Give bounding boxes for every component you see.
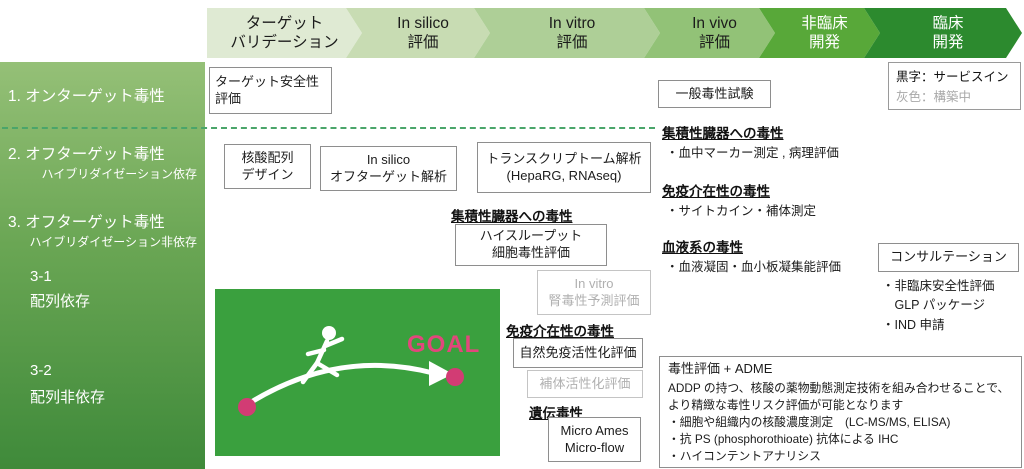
immune-mediated-toxicity-vitro-header: 免疫介在性の毒性 [506, 324, 614, 339]
category-3-2-number: 3-2 [30, 362, 52, 379]
adme-title: 毒性評価 + ADME [668, 361, 773, 376]
micro-ames-micro-flow-box: Micro Ames Micro-flow [548, 417, 641, 462]
goal-illustration: GOAL [215, 289, 500, 456]
category-3-subtitle: ハイブリダイゼーション非依存 [29, 235, 197, 249]
start-dot [238, 398, 256, 416]
category-2-off-target: 2. オフターゲット毒性 [8, 146, 165, 163]
stage-clinical-dev: 臨床 開発 [864, 8, 1022, 58]
kidney-toxicity-prediction-box: In vitro 腎毒性予測評価 [537, 270, 651, 315]
adme-bullets: ・細胞や組織内の核酸濃度測定 (LC-MS/MS, ELISA) ・抗 PS (… [668, 415, 951, 464]
blood-system-toxicity-header: 血液系の毒性 [662, 240, 743, 255]
stage-nonclinical-dev: 非臨床 開発 [759, 8, 880, 58]
progress-arrowhead [429, 361, 453, 386]
status-legend: 黒字：サービスイン 灰色：構築中 [888, 62, 1021, 110]
stage-in-silico: In silico 評価 [346, 8, 490, 58]
accumulating-organ-toxicity-vivo-header: 集積性臓器への毒性 [662, 126, 784, 141]
progress-arrow [250, 362, 436, 404]
immune-mediated-toxicity-vivo-header: 免疫介在性の毒性 [662, 184, 770, 199]
general-toxicity-study-box: 一般毒性試験 [658, 80, 771, 108]
accumulating-organ-toxicity-vivo-note: ・血中マーカー測定 , 病理評価 [666, 146, 839, 160]
immune-mediated-toxicity-vivo-note: ・サイトカイン・補体測定 [666, 204, 817, 218]
stage-in-vitro: In vitro 評価 [474, 8, 660, 58]
category-1-on-target: 1. オンターゲット毒性 [8, 88, 165, 105]
innate-immune-activation-box: 自然免疫活性化評価 [513, 338, 643, 368]
on-target-divider-line [2, 127, 655, 129]
accumulating-organ-toxicity-vitro-header: 集積性臓器への毒性 [451, 209, 573, 224]
goal-dot [446, 368, 464, 386]
complement-activation-box: 補体活性化評価 [527, 370, 643, 398]
runner-icon [300, 326, 345, 385]
transcriptome-analysis-box: トランスクリプトーム解析 (HepaRG, RNAseq) [477, 142, 651, 193]
legend-service-in: 黒字：サービスイン [896, 70, 1009, 84]
stage-in-vivo: In vivo 評価 [644, 8, 775, 58]
legend-under-construction: 灰色：構築中 [896, 90, 972, 104]
high-throughput-cytotoxicity-box: ハイスループット 細胞毒性評価 [455, 224, 607, 266]
category-3-2-label: 配列非依存 [30, 389, 106, 406]
target-safety-evaluation-box: ターゲット安全性 評価 [209, 67, 332, 114]
category-3-off-target: 3. オフターゲット毒性 [8, 214, 165, 231]
toxicity-category-sidebar: 1. オンターゲット毒性 2. オフターゲット毒性 ハイブリダイゼーション依存 … [0, 62, 205, 469]
category-3-1-label: 配列依存 [30, 293, 91, 310]
nucleic-acid-sequence-design-box: 核酸配列 デザイン [224, 144, 311, 189]
blood-system-toxicity-note: ・血液凝固・血小板凝集能評価 [666, 260, 842, 274]
adme-body: ADDP の持つ、核酸の薬物動態測定技術を組み合わせることで、 より精緻な毒性リ… [668, 380, 1010, 412]
goal-label: GOAL [407, 331, 481, 358]
category-2-subtitle: ハイブリダイゼーション依存 [41, 167, 197, 181]
toxicity-adme-box: 毒性評価 + ADME ADDP の持つ、核酸の薬物動態測定技術を組み合わせるこ… [659, 356, 1022, 468]
stage-target-validation: ターゲット バリデーション [207, 8, 362, 58]
in-silico-off-target-analysis-box: In silico オフターゲット解析 [320, 146, 457, 191]
category-3-1-number: 3-1 [30, 268, 52, 285]
goal-illustration-graphic [238, 326, 464, 416]
consultation-box: コンサルテーション [878, 243, 1019, 272]
consultation-notes: ・非臨床安全性評価 GLP パッケージ ・IND 申請 [882, 279, 995, 332]
